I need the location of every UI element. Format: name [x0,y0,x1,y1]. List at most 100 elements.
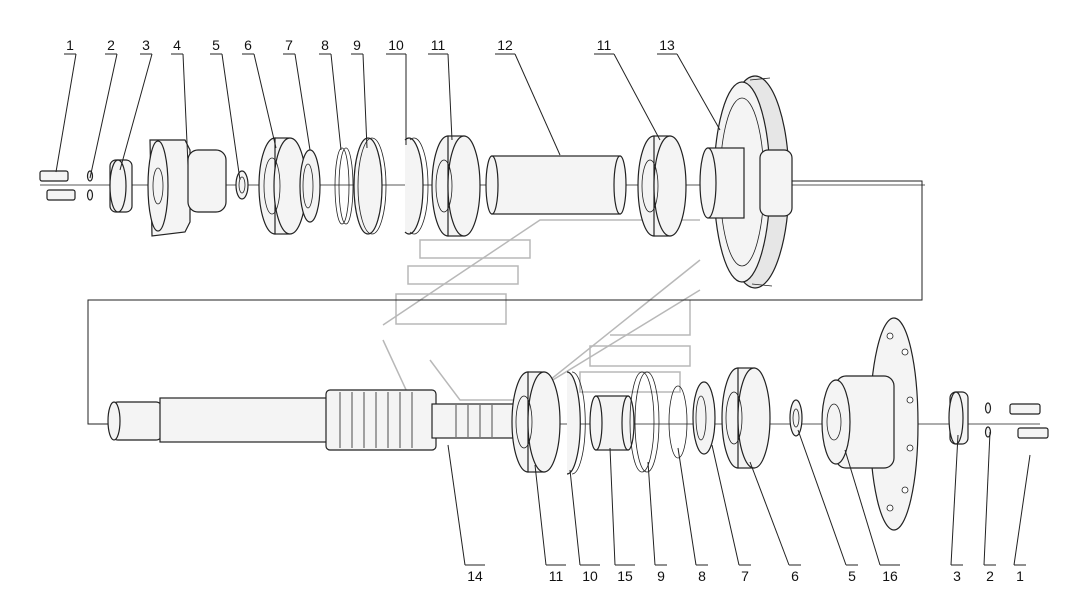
callout-leader-line [221,53,241,181]
shaft-part-14 [107,389,521,451]
callout-leader-line [294,53,311,151]
callout-number: 8 [698,568,706,584]
callout-leader-line [362,53,368,149]
callout-callouts_bottom-6: 7 [711,444,751,584]
bearing-part-11-top-right [637,135,687,237]
top-assembly-row [39,75,925,425]
callout-leader-line [950,434,959,566]
callout-leader-line [447,53,453,141]
callout-number: 11 [549,568,564,584]
callout-number: 6 [244,37,252,53]
callout-leader-line [677,447,697,566]
callout-callouts_bottom-10: 3 [950,434,963,584]
callout-number: 12 [497,37,513,53]
callout-callouts_top-5: 6 [242,37,277,149]
snap-ring-part-8-bottom [668,385,688,459]
sleeve-part-12 [485,155,627,215]
callout-number: 7 [741,568,749,584]
callout-leader-line [711,444,740,566]
spacer-part-7-bottom [692,381,716,455]
callout-leader-line [89,53,118,179]
callout-number: 4 [173,37,181,53]
callout-number: 3 [953,568,961,584]
callout-number: 9 [657,568,665,584]
bearing-part-6-bottom [721,367,771,469]
callout-callouts_bottom-5: 8 [677,447,708,584]
callout-callouts_bottom-9: 16 [844,449,900,584]
callout-leader-line [330,53,342,151]
callout-leader-line [609,447,616,566]
callout-callouts_top-10: 11 [428,37,453,141]
callout-callouts_top-11: 12 [495,37,561,156]
callout-number: 6 [791,568,799,584]
callout-number: 15 [617,568,633,584]
washer-part-2-bottom [984,402,992,438]
callout-leader-line [253,53,277,149]
callout-callouts_bottom-8: 5 [797,429,858,584]
callout-number: 3 [142,37,150,53]
callout-callouts_bottom-1: 11 [534,464,566,584]
callout-callouts_top-0: 1 [55,37,77,173]
bearing-part-11-bottom [511,371,561,473]
callout-number: 8 [321,37,329,53]
callout-callouts_top-4: 5 [210,37,241,181]
plate-part-3 [109,159,133,213]
callout-callouts_top-7: 8 [319,37,342,151]
callout-callouts_bottom-12: 1 [1013,454,1031,584]
sleeve-part-15 [589,395,635,451]
flange-housing-part-16 [821,317,919,531]
callout-number: 2 [986,568,994,584]
callout-leader-line [983,431,991,566]
callout-callouts_top-8: 9 [351,37,368,149]
bolt-part-1-bottom [1009,403,1049,439]
callout-number: 10 [582,568,598,584]
callout-number: 9 [353,37,361,53]
bearing-part-6 [258,137,307,235]
washer-part-2 [86,170,94,201]
callout-callouts_bottom-11: 2 [983,431,996,584]
callout-leader-line [749,461,790,566]
circlip-part-10-bottom [566,371,586,475]
callout-leader-line [844,449,881,566]
callout-callouts_bottom-3: 15 [609,447,635,584]
callout-leader-line [55,53,77,173]
callout-number: 16 [882,568,898,584]
callout-leader-line [676,53,721,131]
callout-number: 7 [285,37,293,53]
callout-leader-line [1013,454,1031,566]
callout-number: 2 [107,37,115,53]
callout-leader-line [569,469,581,566]
bolt-part-1 [39,170,76,201]
callout-leader-line [534,464,547,566]
ring-part-9-bottom [629,371,660,473]
bearing-part-11-top-left [431,135,481,237]
housing-part-4 [147,139,227,237]
plate-part-3-bottom [948,391,969,445]
callout-leader-line [647,461,656,566]
callout-callouts_top-9: 10 [386,37,407,145]
callout-callouts_top-12: 11 [594,37,661,141]
callout-callouts_top-2: 3 [119,37,153,171]
ring-part-5 [235,170,249,200]
callout-number: 5 [212,37,220,53]
callout-leader-line [797,429,847,566]
callout-callouts_top-1: 2 [89,37,118,179]
callout-number: 11 [597,37,612,53]
callout-leader-line [447,444,466,566]
gear-part-13 [699,75,793,289]
circlip-part-10 [404,137,429,235]
callout-callouts_bottom-4: 9 [647,461,667,584]
callout-callouts_bottom-2: 10 [569,469,600,584]
spacer-part-7 [299,149,321,223]
callout-leader-line [514,53,561,156]
callout-number: 1 [66,37,74,53]
ring-part-9 [353,137,387,235]
callout-number: 10 [388,37,404,53]
bottom-assembly-row [107,317,1049,531]
callout-callouts_top-6: 7 [283,37,311,151]
callout-leader-line [613,53,661,141]
callout-number: 14 [467,568,483,584]
callout-number: 5 [848,568,856,584]
callout-number: 1 [1016,568,1024,584]
